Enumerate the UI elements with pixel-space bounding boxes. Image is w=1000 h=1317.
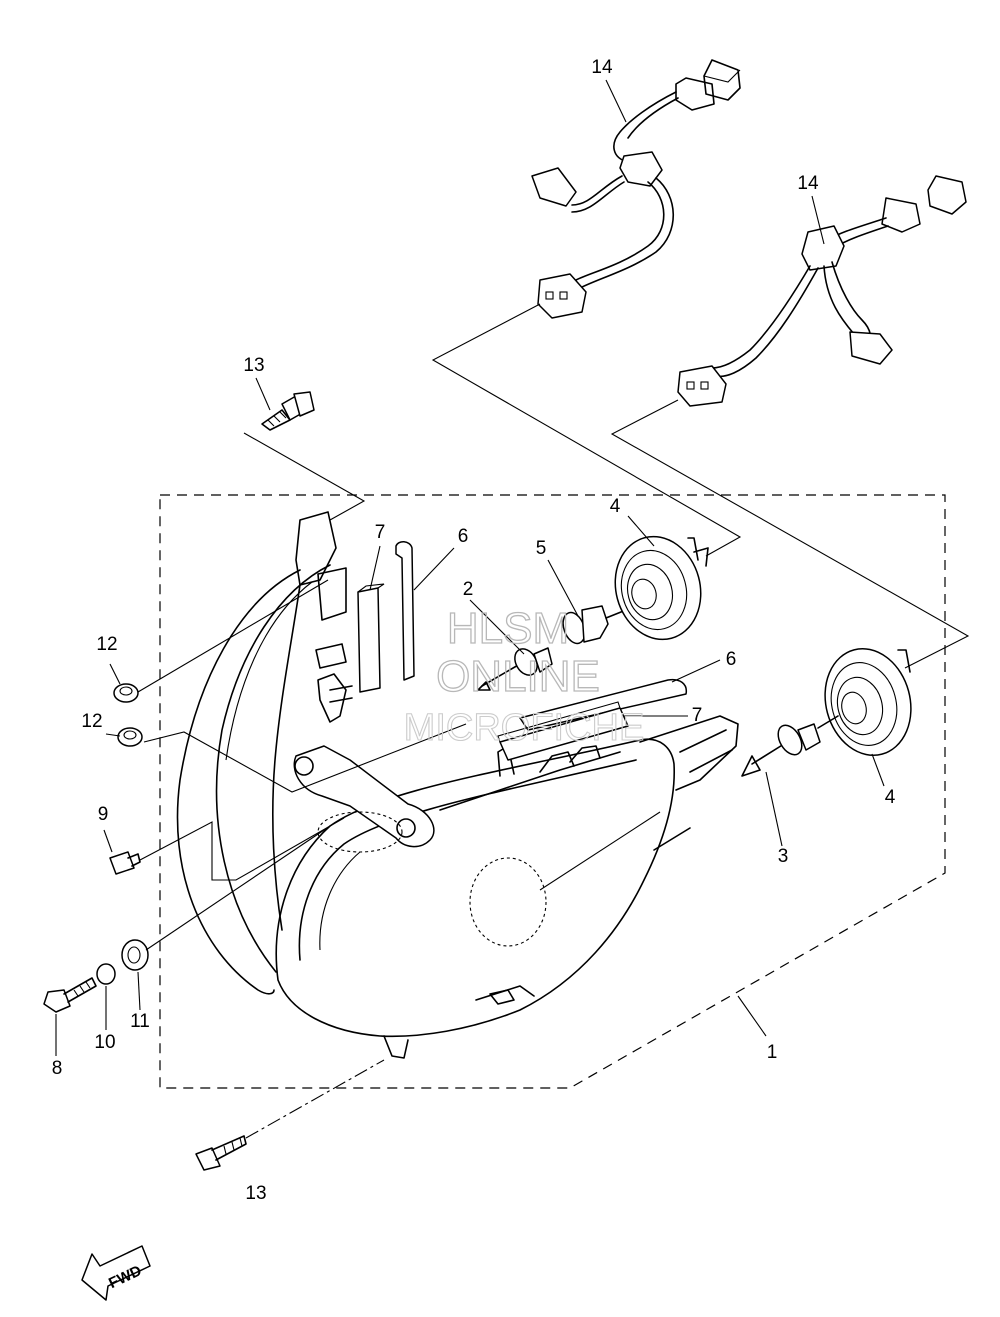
lead-6-lower: [671, 659, 721, 683]
callout-14-right: 14: [797, 173, 819, 194]
lead-4-upper: [627, 515, 655, 547]
watermark-line2: ONLINE: [436, 652, 600, 701]
callout-10: 10: [94, 1032, 115, 1053]
callout-12-lower: 12: [81, 711, 102, 732]
connector-lead-left: [431, 303, 742, 557]
collar-bolt-9: [109, 851, 141, 875]
lead-2: [469, 599, 525, 655]
watermark-line1: HLSM: [447, 604, 569, 653]
wire-harness-upper: [531, 59, 741, 319]
bulb-2: [477, 647, 553, 691]
lead-4-lower: [871, 753, 885, 787]
callout-13-upper: 13: [243, 355, 264, 376]
callout-14-upper: 14: [591, 57, 613, 78]
callout-6-upper: 6: [458, 526, 469, 547]
callout-7-upper: 7: [375, 522, 386, 543]
bulb-socket-4-upper: [614, 535, 709, 641]
leader-9-to-bracket: [139, 817, 345, 881]
mounting-bracket: [293, 745, 435, 853]
bulb-socket-4-lower: [824, 647, 912, 757]
grommet-11: [121, 939, 149, 971]
callout-8: 8: [52, 1058, 63, 1079]
lead-5: [547, 559, 579, 617]
leader-13-lower: [245, 1059, 385, 1139]
screw-13-lower: [195, 1135, 247, 1171]
callout-4-lower: 4: [885, 787, 896, 808]
leader-12-upper-to-body: [137, 579, 329, 693]
leader-11-to-bracket: [145, 825, 331, 951]
callout-6-lower: 6: [726, 649, 737, 670]
connector-lead-right: [610, 399, 970, 669]
lead-11: [137, 971, 141, 1011]
seal-strip-6-upper: [395, 541, 415, 681]
lead-6-upper: [413, 547, 455, 591]
callout-3: 3: [778, 846, 789, 867]
callout-labels: 14 14 13 7 6 5 4 2 12 12 6 7 9 4 3 10 11…: [52, 57, 896, 1204]
lead-12-upper: [109, 663, 121, 685]
callout-12-upper: 12: [96, 634, 117, 655]
lead-9: [103, 829, 113, 853]
lead-14-right: [811, 195, 825, 245]
lead-14-upper: [605, 79, 627, 123]
grommet-12-lower: [117, 727, 143, 747]
seal-strip-6-lower: [519, 678, 688, 731]
screw-13-upper: [261, 391, 315, 431]
callout-13-lower: 13: [245, 1183, 266, 1204]
projector-outline: [469, 857, 547, 947]
side-clip: [315, 567, 353, 723]
assembly-boundary: [159, 494, 946, 1089]
headlight-body: [176, 511, 739, 1059]
lead-3: [765, 771, 783, 847]
position-bulb-5: [562, 605, 627, 645]
leader-12-lower-to-bracket: [143, 723, 467, 793]
callout-4-upper: 4: [610, 496, 621, 517]
bolt-8: [43, 977, 97, 1013]
callout-2: 2: [463, 579, 474, 600]
callout-1: 1: [767, 1042, 778, 1063]
grommet-12-upper: [113, 683, 139, 703]
reflector-strip-7-upper: [357, 583, 385, 693]
lead-7-upper: [369, 545, 381, 591]
reflector-strip-7-lower: [497, 701, 629, 761]
lead-12-lower: [105, 733, 121, 737]
watermark: HLSM ONLINE MICROFICHE: [403, 603, 645, 749]
washer-10: [96, 963, 116, 985]
headlight-bulb-3: [741, 715, 839, 777]
watermark-line3: MICROFICHE: [404, 707, 645, 749]
lead-1: [737, 995, 767, 1037]
callout-9: 9: [98, 804, 109, 825]
fwd-arrow-icon: FWD: [81, 1245, 151, 1301]
callout-11: 11: [130, 1011, 150, 1032]
callout-7-lower: 7: [692, 705, 703, 726]
lead-13-upper: [255, 377, 271, 411]
screw-13-upper-lead: [243, 432, 366, 521]
callout-5: 5: [536, 538, 547, 559]
wire-harness-right: [677, 175, 967, 407]
